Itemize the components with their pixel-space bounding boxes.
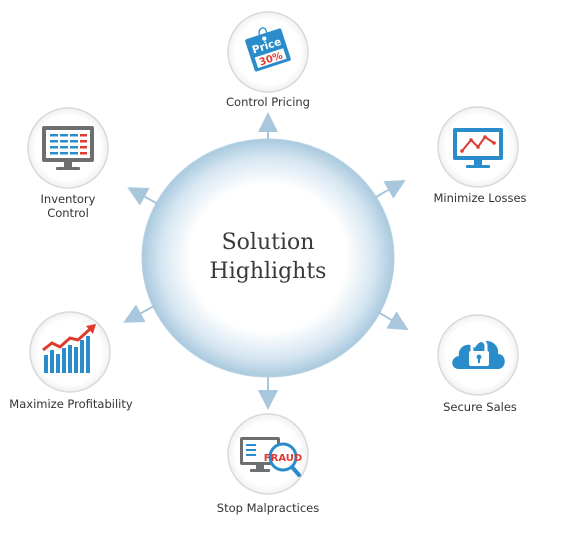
- arrow-to-inventory-control: [127, 187, 159, 206]
- label-stop-malpractices: Stop Malpractices: [216, 501, 320, 515]
- label-minimize-losses: Minimize Losses: [433, 191, 527, 205]
- bar-chart-arrow-icon: [42, 324, 96, 373]
- label-control-pricing: Control Pricing: [226, 95, 310, 109]
- label-maximize-profitability: Maximize Profitability: [9, 397, 133, 411]
- label-inventory-control-line1: Inventory: [40, 192, 96, 206]
- center-title: Solution Highlights: [168, 228, 368, 286]
- label-inventory-control-line2: Control: [47, 206, 89, 220]
- label-secure-sales: Secure Sales: [443, 400, 517, 414]
- price-tag-icon: Price 30%: [245, 27, 291, 72]
- center-title-line2: Highlights: [209, 259, 327, 284]
- arrow-to-secure-sales: [377, 311, 409, 331]
- node-maximize-profitability: [29, 311, 111, 393]
- arrow-to-minimize-losses: [375, 180, 406, 199]
- node-secure-sales: [437, 314, 519, 396]
- label-inventory-control: Inventory Control: [8, 192, 128, 220]
- arrow-to-maximize-profitability: [123, 304, 157, 323]
- center-title-line1: Solution: [221, 230, 315, 255]
- cloud-lock-icon: [452, 338, 505, 369]
- node-stop-malpractices: FRAUD: [227, 413, 309, 495]
- node-inventory-control: [27, 107, 109, 189]
- node-control-pricing: Price 30%: [227, 11, 309, 93]
- monitor-spreadsheet-icon: [42, 126, 94, 170]
- monitor-line-chart-icon: [453, 128, 503, 168]
- node-minimize-losses: [437, 106, 519, 188]
- fraud-magnifier-icon: FRAUD: [240, 437, 302, 477]
- connector-arrows: [123, 112, 409, 410]
- fraud-stamp-text: FRAUD: [264, 453, 302, 464]
